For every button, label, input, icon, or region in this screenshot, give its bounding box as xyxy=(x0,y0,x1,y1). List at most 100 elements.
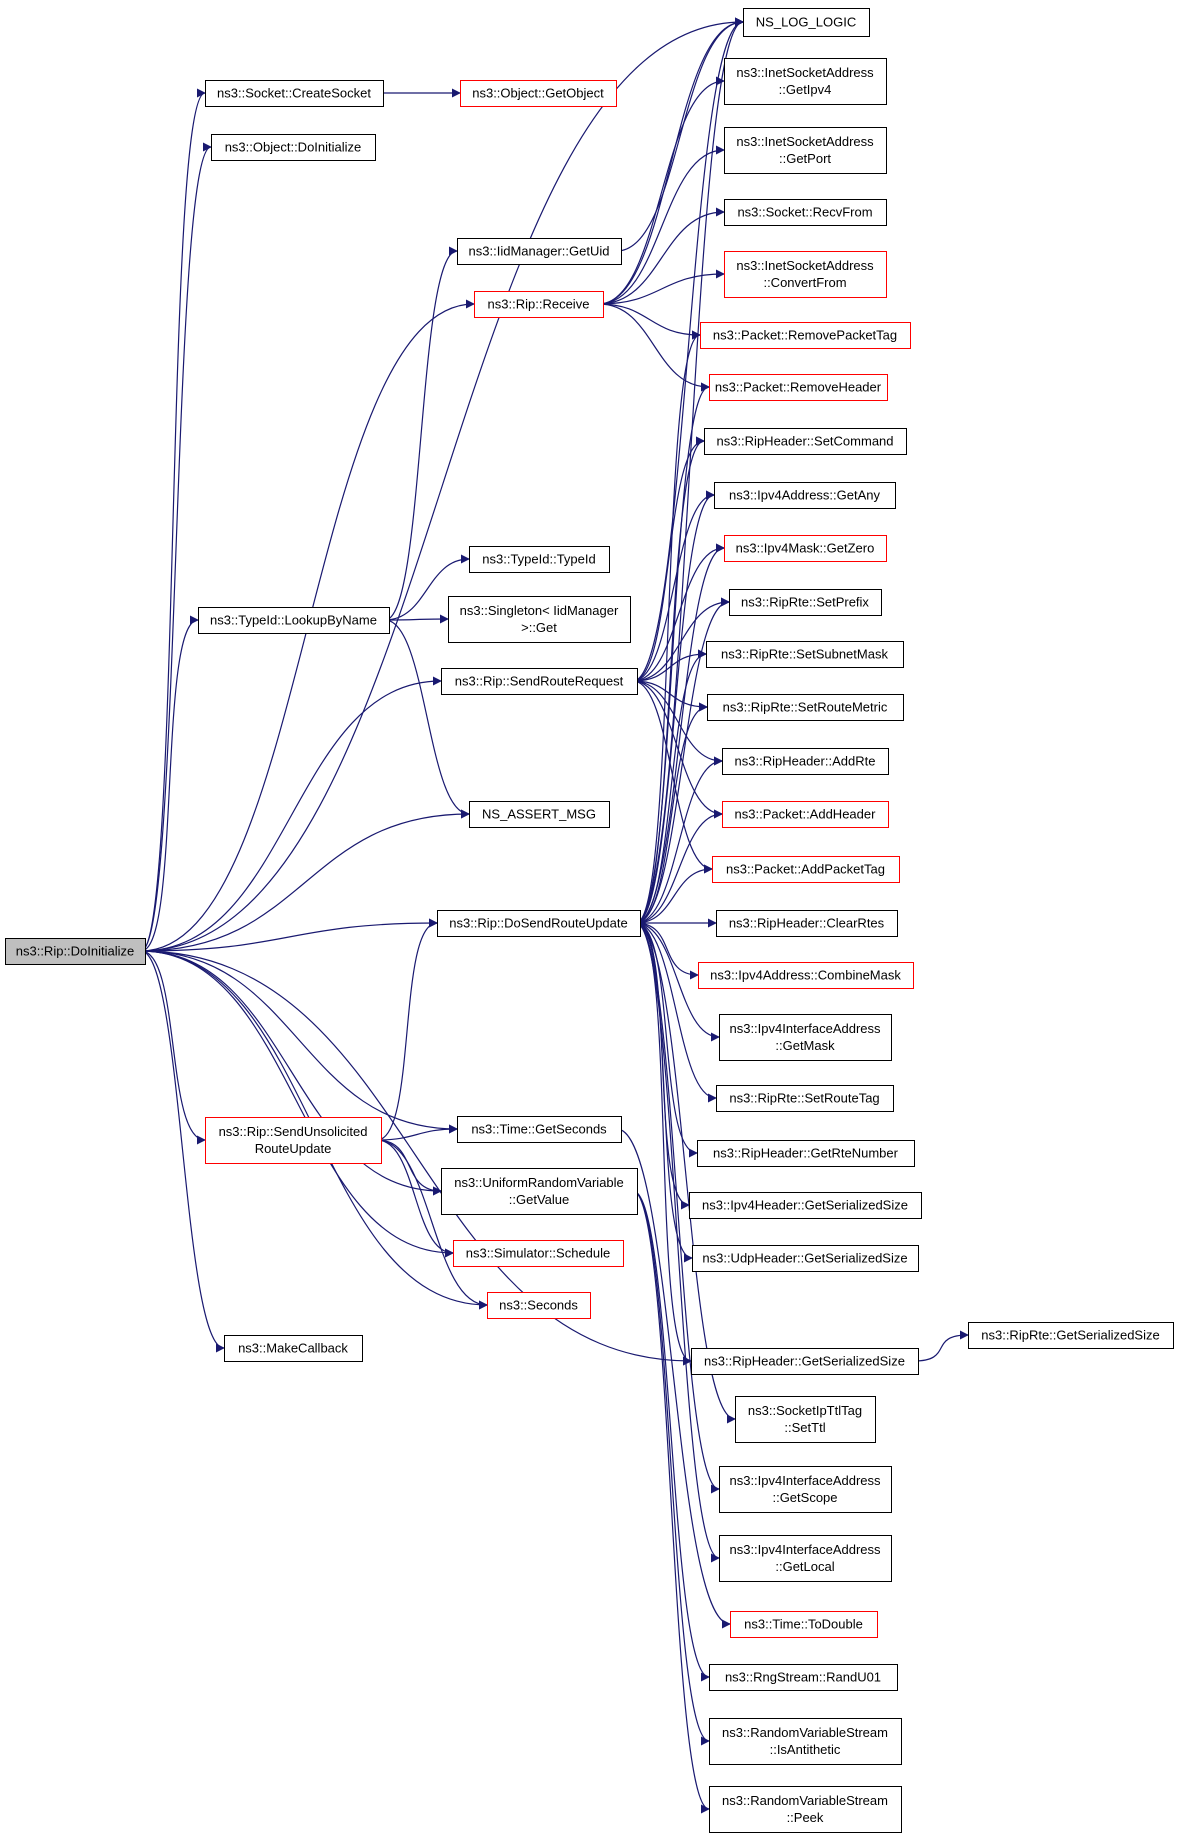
node-label-line: ns3::RipHeader::AddRte xyxy=(735,754,876,769)
node-inetConvertFrom[interactable]: ns3::InetSocketAddress::ConvertFrom xyxy=(724,251,887,298)
node-label-line: ns3::IidManager::GetUid xyxy=(469,244,610,259)
node-label-line: ::GetScope xyxy=(772,1490,837,1505)
node-box xyxy=(724,251,887,298)
node-lookupByName[interactable]: ns3::TypeId::LookupByName xyxy=(198,607,390,634)
node-box xyxy=(698,962,914,989)
edge-root-to-sendRouteRequest xyxy=(140,676,442,952)
node-box xyxy=(211,134,376,161)
node-typeIdTypeId[interactable]: ns3::TypeId::TypeId xyxy=(469,546,610,573)
node-removeHeader[interactable]: ns3::Packet::RemoveHeader xyxy=(709,374,888,401)
edge-sendUnsolicited-to-seconds xyxy=(376,1139,488,1310)
node-setRouteTag[interactable]: ns3::RipRte::SetRouteTag xyxy=(716,1085,894,1112)
node-label-line: ns3::RipRte::GetSerializedSize xyxy=(981,1328,1159,1343)
node-label-line: ns3::Socket::CreateSocket xyxy=(217,86,371,101)
node-nsAssertMsg[interactable]: NS_ASSERT_MSG xyxy=(469,801,610,828)
node-setSubnetMask[interactable]: ns3::RipRte::SetSubnetMask xyxy=(706,641,904,668)
node-makeCallback[interactable]: ns3::MakeCallback xyxy=(224,1335,363,1362)
node-ripHeaderSize[interactable]: ns3::RipHeader::GetSerializedSize xyxy=(691,1348,919,1375)
node-ifGetMask[interactable]: ns3::Ipv4InterfaceAddress::GetMask xyxy=(719,1014,892,1061)
node-singletonGet[interactable]: ns3::Singleton< IidManager>::Get xyxy=(448,596,631,643)
node-label-line: ns3::Ipv4Header::GetSerializedSize xyxy=(702,1198,908,1213)
edge-doSendRouteUpdate-to-removePacketTag xyxy=(635,330,701,924)
node-label-line: ns3::Rip::DoSendRouteUpdate xyxy=(449,916,628,931)
node-createSocket[interactable]: ns3::Socket::CreateSocket xyxy=(205,80,384,107)
node-setRouteMetric[interactable]: ns3::RipRte::SetRouteMetric xyxy=(707,694,904,721)
node-box xyxy=(719,1466,892,1513)
edge-doSendRouteUpdate-to-setTtl xyxy=(635,922,736,1424)
node-objDoInit[interactable]: ns3::Object::DoInitialize xyxy=(211,134,376,161)
node-peek[interactable]: ns3::RandomVariableStream::Peek xyxy=(709,1786,902,1833)
node-box xyxy=(709,1786,902,1833)
node-setTtl[interactable]: ns3::SocketIpTtlTag::SetTtl xyxy=(735,1396,876,1443)
node-maskGetZero[interactable]: ns3::Ipv4Mask::GetZero xyxy=(724,535,887,562)
edge-doSendRouteUpdate-to-addPacketTag xyxy=(635,864,713,924)
edge-iidGetUid-to-nsLogLogic xyxy=(616,17,744,252)
node-simSchedule[interactable]: ns3::Simulator::Schedule xyxy=(453,1240,624,1267)
edge-root-to-createSocket xyxy=(140,88,206,952)
node-udpHeaderSize[interactable]: ns3::UdpHeader::GetSerializedSize xyxy=(692,1245,919,1272)
node-timeGetSeconds[interactable]: ns3::Time::GetSeconds xyxy=(457,1116,622,1143)
node-label-line: ns3::RngStream::RandU01 xyxy=(725,1670,881,1685)
node-setCommand[interactable]: ns3::RipHeader::SetCommand xyxy=(704,428,907,455)
edge-sendRouteRequest-to-addHeader xyxy=(632,680,723,819)
node-iidGetUid[interactable]: ns3::IidManager::GetUid xyxy=(457,238,622,265)
node-label-line: ::GetValue xyxy=(509,1192,569,1207)
node-ifGetScope[interactable]: ns3::Ipv4InterfaceAddress::GetScope xyxy=(719,1466,892,1513)
node-root[interactable]: ns3::Rip::DoInitialize xyxy=(5,938,146,965)
node-label-line: ns3::SocketIpTtlTag xyxy=(748,1403,862,1418)
edge-lookupByName-to-iidGetUid xyxy=(384,246,458,621)
edge-root-to-simSchedule xyxy=(140,950,454,1258)
node-ripReceive[interactable]: ns3::Rip::Receive xyxy=(474,291,604,318)
node-box xyxy=(689,1192,922,1219)
node-box xyxy=(968,1322,1174,1349)
node-getRteNumber[interactable]: ns3::RipHeader::GetRteNumber xyxy=(697,1140,915,1167)
node-inetGetPort[interactable]: ns3::InetSocketAddress::GetPort xyxy=(724,127,887,174)
node-label-line: ns3::RipRte::SetSubnetMask xyxy=(721,647,888,662)
node-label-line: ns3::Ipv4Mask::GetZero xyxy=(736,541,875,556)
node-label-line: ns3::Object::DoInitialize xyxy=(225,140,362,155)
node-label-line: ns3::RipHeader::SetCommand xyxy=(716,434,893,449)
edge-uniformGetValue-to-peek xyxy=(632,1190,710,1814)
node-box xyxy=(716,1085,894,1112)
node-label-line: ns3::RipRte::SetPrefix xyxy=(741,595,869,610)
node-removePacketTag[interactable]: ns3::Packet::RemovePacketTag xyxy=(700,322,911,349)
node-box xyxy=(437,910,641,937)
node-clearRtes[interactable]: ns3::RipHeader::ClearRtes xyxy=(716,910,898,937)
node-recvFrom[interactable]: ns3::Socket::RecvFrom xyxy=(724,199,887,226)
node-label-line: ns3::InetSocketAddress xyxy=(736,134,874,149)
node-label-line: ns3::RandomVariableStream xyxy=(722,1793,888,1808)
node-label-line: ns3::RipRte::SetRouteMetric xyxy=(723,700,888,715)
node-combineMask[interactable]: ns3::Ipv4Address::CombineMask xyxy=(698,962,914,989)
node-getObject[interactable]: ns3::Object::GetObject xyxy=(460,80,617,107)
edge-ripReceive-to-inetGetPort xyxy=(598,145,725,305)
node-doSendRouteUpdate[interactable]: ns3::Rip::DoSendRouteUpdate xyxy=(437,910,641,937)
node-label-line: ns3::RandomVariableStream xyxy=(722,1725,888,1740)
node-randU01[interactable]: ns3::RngStream::RandU01 xyxy=(709,1664,898,1691)
node-seconds[interactable]: ns3::Seconds xyxy=(487,1292,591,1319)
node-sendRouteRequest[interactable]: ns3::Rip::SendRouteRequest xyxy=(441,668,638,695)
node-label-line: ::SetTtl xyxy=(784,1420,825,1435)
node-ifGetLocal[interactable]: ns3::Ipv4InterfaceAddress::GetLocal xyxy=(719,1535,892,1582)
edge-root-to-nsAssertMsg xyxy=(140,809,470,952)
edge-ripReceive-to-recvFrom xyxy=(598,207,725,305)
node-addRte[interactable]: ns3::RipHeader::AddRte xyxy=(722,748,889,775)
node-ripRteSize[interactable]: ns3::RipRte::GetSerializedSize xyxy=(968,1322,1174,1349)
node-ipv4HeaderSize[interactable]: ns3::Ipv4Header::GetSerializedSize xyxy=(689,1192,922,1219)
node-isAntithetic[interactable]: ns3::RandomVariableStream::IsAntithetic xyxy=(709,1718,902,1765)
node-ipv4GetAny[interactable]: ns3::Ipv4Address::GetAny xyxy=(714,482,896,509)
node-nsLogLogic[interactable]: NS_LOG_LOGIC xyxy=(743,8,870,37)
node-toDouble[interactable]: ns3::Time::ToDouble xyxy=(730,1611,878,1638)
node-addPacketTag[interactable]: ns3::Packet::AddPacketTag xyxy=(712,856,900,883)
node-label-line: ns3::Packet::RemoveHeader xyxy=(715,380,882,395)
node-inetGetIpv4[interactable]: ns3::InetSocketAddress::GetIpv4 xyxy=(724,58,887,105)
node-setPrefix[interactable]: ns3::RipRte::SetPrefix xyxy=(729,589,882,616)
node-addHeader[interactable]: ns3::Packet::AddHeader xyxy=(722,801,889,828)
node-label-line: ns3::TypeId::TypeId xyxy=(482,552,595,567)
node-uniformGetValue[interactable]: ns3::UniformRandomVariable::GetValue xyxy=(441,1168,638,1215)
node-label-line: ns3::Simulator::Schedule xyxy=(466,1246,611,1261)
node-label-line: NS_ASSERT_MSG xyxy=(482,807,596,822)
edge-root-to-lookupByName xyxy=(140,615,199,952)
node-box xyxy=(724,199,887,226)
